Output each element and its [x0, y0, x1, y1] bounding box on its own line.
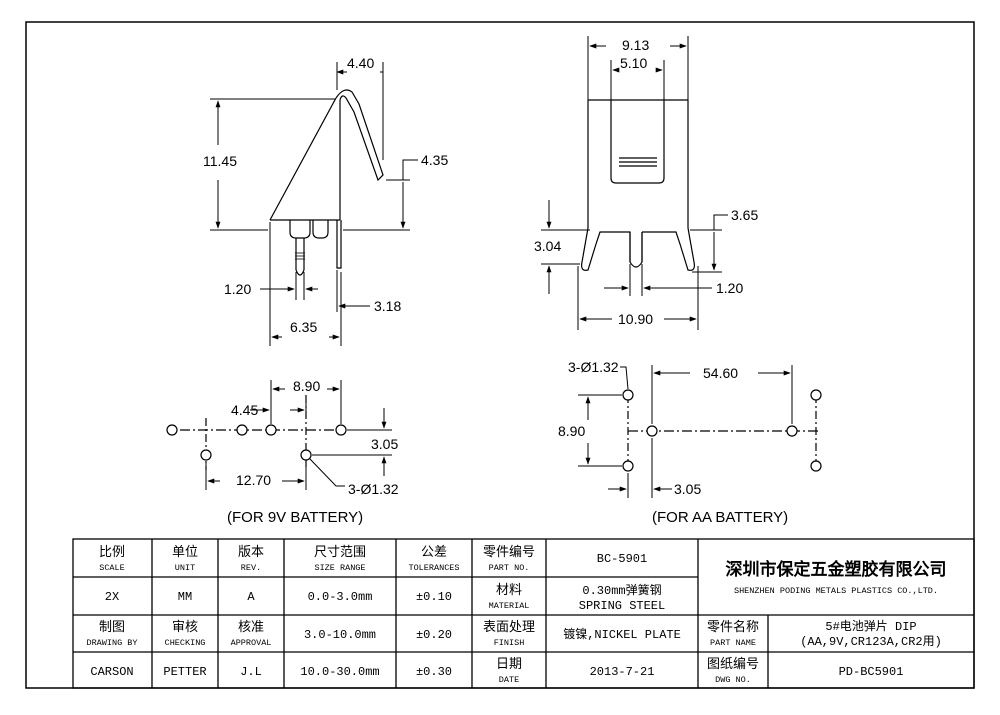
dims-9v-lines	[210, 62, 418, 346]
tb-partno-val: BC-5901	[597, 552, 647, 566]
tb-rev-val: A	[247, 590, 255, 604]
tb-checking-cn: 审核	[172, 620, 198, 635]
tb-finish-val: 镀镍,NICKEL PLATE	[563, 627, 681, 642]
dims-aa-lines	[541, 36, 728, 330]
dim-aa-hole-span: 54.60	[703, 365, 738, 381]
tb-drawing-cn: 制图	[99, 620, 125, 635]
tb-dwgno-cn: 图纸编号	[707, 657, 759, 672]
title-block-text: 比例 SCALE 单位 UNIT 版本 REV. 尺寸范围 SIZE RANGE…	[86, 545, 946, 685]
tb-partname-val-2: (AA,9V,CR123A,CR2用)	[800, 635, 942, 649]
tb-dwgno-val: PD-BC5901	[839, 665, 904, 679]
tb-size-cn: 尺寸范围	[314, 545, 366, 560]
tb-partname-en: PART NAME	[710, 638, 756, 648]
hole-pattern-9v	[166, 395, 347, 470]
tb-tol-en: TOLERANCES	[408, 563, 459, 573]
tb-tol-cn: 公差	[421, 545, 447, 560]
tb-date-en: DATE	[499, 675, 519, 685]
tb-approval-val: J.L	[240, 665, 262, 679]
tb-partno-cn: 零件编号	[483, 545, 535, 560]
dim-aa-pin-gap: 1.20	[716, 280, 743, 296]
dim-9v-hole-row-offset: 3.05	[371, 436, 398, 452]
tb-partname-val-1: 5#电池弹片 DIP	[825, 619, 916, 634]
title-block-grid	[72, 538, 975, 689]
tb-rev-cn: 版本	[238, 545, 264, 560]
tb-tol-1: ±0.10	[416, 590, 452, 604]
tb-scale-cn: 比例	[99, 545, 125, 560]
dim-aa-hole-offset: 3.05	[674, 481, 701, 497]
tb-scale-val: 2X	[105, 590, 119, 604]
tb-partno-en: PART NO.	[489, 563, 530, 573]
tb-checking-val: PETTER	[163, 665, 206, 679]
dim-aa-base-width: 10.90	[618, 311, 653, 327]
tb-material-val-2: SPRING STEEL	[579, 599, 665, 613]
dim-aa-hole-height: 8.90	[558, 423, 585, 439]
caption-9v: (FOR 9V BATTERY)	[227, 509, 363, 526]
tb-tol-3: ±0.30	[416, 665, 452, 679]
tb-material-cn: 材料	[496, 583, 522, 598]
dim-9v-pin-gap: 1.20	[224, 281, 251, 297]
caption-aa: (FOR AA BATTERY)	[652, 509, 788, 526]
tb-unit-cn: 单位	[172, 545, 198, 560]
tb-drawing-val: CARSON	[90, 665, 133, 679]
dim-9v-hole-span: 8.90	[293, 378, 320, 394]
tb-unit-en: UNIT	[175, 563, 195, 573]
tb-finish-en: FINISH	[494, 638, 525, 648]
dim-aa-inner-width: 5.10	[620, 55, 647, 71]
dim-9v-hole-pitch: 12.70	[236, 472, 271, 488]
contact-aa-front-view	[581, 99, 695, 271]
tb-dwgno-en: DWG NO.	[715, 675, 751, 685]
tb-approval-en: APPROVAL	[231, 638, 272, 648]
tb-company-en: SHENZHEN PODING METALS PLASTICS CO.,LTD.	[734, 586, 938, 596]
hole-pattern-aa	[622, 389, 822, 472]
tb-material-val-1: 0.30mm弹簧钢	[582, 582, 661, 598]
tb-date-val: 2013-7-21	[590, 665, 655, 679]
dim-aa-hook-height: 3.65	[731, 207, 758, 223]
dim-9v-tip-drop: 4.35	[421, 152, 448, 168]
tb-finish-cn: 表面处理	[483, 620, 535, 635]
tb-rev-en: REV.	[241, 563, 261, 573]
tb-approval-cn: 核准	[238, 620, 264, 635]
dim-aa-outer-width: 9.13	[622, 37, 649, 53]
tb-scale-en: SCALE	[99, 563, 125, 573]
dim-aa-hole-callout: 3-Ø1.32	[568, 359, 619, 375]
tb-company-cn: 深圳市保定五金塑胶有限公司	[726, 559, 947, 580]
tb-size-1: 0.0-3.0mm	[308, 590, 373, 604]
tb-tol-2: ±0.20	[416, 628, 452, 642]
dim-9v-height: 11.45	[203, 153, 237, 169]
tb-partname-cn: 零件名称	[707, 619, 759, 635]
dim-9v-base-width: 6.35	[290, 319, 317, 335]
dims-9v-holes-lines	[205, 380, 392, 490]
dims-aa-holes-lines	[578, 365, 793, 498]
dim-9v-offset: 3.18	[374, 298, 401, 314]
dim-9v-top-width: 4.40	[347, 55, 374, 71]
tb-drawing-en: DRAWING BY	[86, 638, 137, 648]
dim-9v-hole-half: 4.45	[231, 402, 258, 418]
tb-size-3: 10.0-30.0mm	[300, 665, 379, 679]
tb-unit-val: MM	[178, 590, 192, 604]
tb-size-en: SIZE RANGE	[314, 563, 365, 573]
tb-date-cn: 日期	[496, 657, 522, 672]
tb-size-2: 3.0-10.0mm	[304, 628, 376, 642]
dim-aa-side-height: 3.04	[534, 238, 561, 254]
tb-checking-en: CHECKING	[165, 638, 206, 648]
dim-9v-hole-callout: 3-Ø1.32	[348, 481, 399, 497]
tb-material-en: MATERIAL	[489, 601, 530, 611]
contact-9v-side-view	[269, 89, 384, 276]
